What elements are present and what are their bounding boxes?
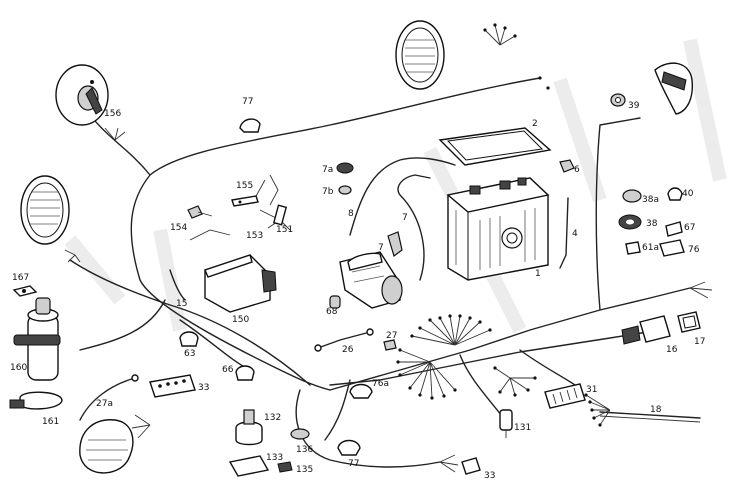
label-154: 151	[276, 225, 293, 235]
label-33: 33	[484, 471, 495, 481]
label-7a: 7a	[322, 165, 333, 175]
label-38: 38a	[642, 195, 659, 205]
clip-61a	[179, 331, 199, 347]
label-27a: 27a	[96, 399, 113, 409]
label-15: 15	[176, 299, 187, 309]
plug-16	[621, 315, 671, 345]
label-150: 156	[104, 109, 121, 119]
plate-133	[228, 455, 270, 477]
headlamp-lens-top	[395, 20, 445, 90]
bush-67	[329, 295, 341, 309]
label-76a: 77	[242, 97, 253, 107]
label-68: 76	[688, 245, 700, 255]
nut-4	[559, 159, 575, 173]
bracket-167	[12, 285, 38, 297]
clip-63	[235, 365, 255, 381]
label-161: 161	[42, 417, 59, 427]
label-6: 7	[402, 213, 408, 223]
label-7b: 7b	[322, 187, 334, 197]
label-18: 18	[650, 405, 662, 415]
label-8: 8	[348, 209, 354, 219]
grommet-7b	[338, 185, 352, 195]
label-66: 67	[684, 223, 695, 233]
label-2: 2	[532, 119, 538, 129]
coil-clamp-161	[9, 391, 63, 410]
label-77: 77	[348, 459, 359, 469]
clip-76a	[239, 118, 261, 133]
label-3: 4	[572, 229, 578, 239]
label-31: 31	[586, 385, 597, 395]
label-32: 33	[198, 383, 209, 393]
label-38a: 39	[628, 101, 640, 111]
bulb-holder-155	[187, 205, 213, 219]
label-61a: 63	[184, 349, 195, 359]
fuse-box-32	[149, 374, 196, 398]
part-labels: 156 77 2 39 7a 7b 6 155 154 153 151 8 7 …	[10, 97, 705, 481]
label-151: 150	[232, 315, 249, 325]
label-7: 7	[378, 243, 384, 253]
label-37: 38	[646, 219, 658, 229]
battery-1	[446, 177, 550, 281]
label-132: 132	[264, 413, 281, 423]
switch-131	[499, 409, 513, 438]
rear-lamp-bottom-left	[79, 419, 134, 474]
connector-33	[461, 457, 481, 475]
label-135: 135	[296, 465, 313, 475]
label-167: 167	[12, 273, 29, 283]
gasket-17	[677, 311, 701, 333]
wire-terminal-fans	[64, 23, 713, 473]
headlamp-lens-left	[20, 175, 70, 245]
label-40: 61a	[642, 243, 659, 253]
label-26: 26	[342, 345, 354, 355]
bracket-68	[659, 239, 685, 257]
label-133: 133	[266, 453, 283, 463]
battery-frame-2	[438, 127, 552, 166]
label-136: 136	[296, 445, 313, 455]
clip-77	[337, 439, 361, 456]
block-40	[625, 241, 641, 255]
label-153: 153	[246, 231, 263, 241]
grommet-38	[622, 189, 642, 203]
label-17: 17	[694, 337, 705, 347]
label-1: 1	[535, 269, 541, 279]
label-16: 16	[666, 345, 678, 355]
switch-132	[235, 409, 263, 446]
terminal-7	[387, 231, 403, 257]
label-160: 160	[10, 363, 27, 373]
grommet-136	[290, 428, 310, 440]
label-4: 6	[574, 165, 580, 175]
ignition-coil-160	[13, 297, 61, 381]
clamp-rod-3	[559, 197, 569, 269]
cable-27a	[131, 374, 139, 382]
clip-76	[349, 383, 373, 399]
nut-135	[277, 461, 293, 473]
label-27: 27	[386, 331, 397, 341]
grommet-7a	[336, 162, 354, 174]
clip-66	[665, 221, 683, 237]
grommet-38a	[610, 93, 626, 107]
terminal-27	[383, 339, 397, 351]
starter-motor	[339, 251, 403, 309]
cable-26	[314, 328, 374, 352]
label-156: 155	[236, 181, 253, 191]
rear-lamp-top-right	[654, 62, 693, 115]
clip-39	[667, 187, 683, 201]
grommet-37	[618, 214, 642, 230]
label-155: 154	[170, 223, 187, 233]
voltage-regulator-151	[204, 254, 277, 313]
headlamp-150	[55, 64, 109, 126]
label-131: 131	[514, 423, 531, 433]
fuse-154	[272, 204, 288, 226]
label-67: 68	[326, 307, 338, 317]
label-76: 76a	[372, 379, 389, 389]
bracket-156	[231, 195, 259, 207]
label-63: 66	[222, 365, 234, 375]
connector-strip-31	[544, 383, 586, 409]
label-39: 40	[682, 189, 694, 199]
